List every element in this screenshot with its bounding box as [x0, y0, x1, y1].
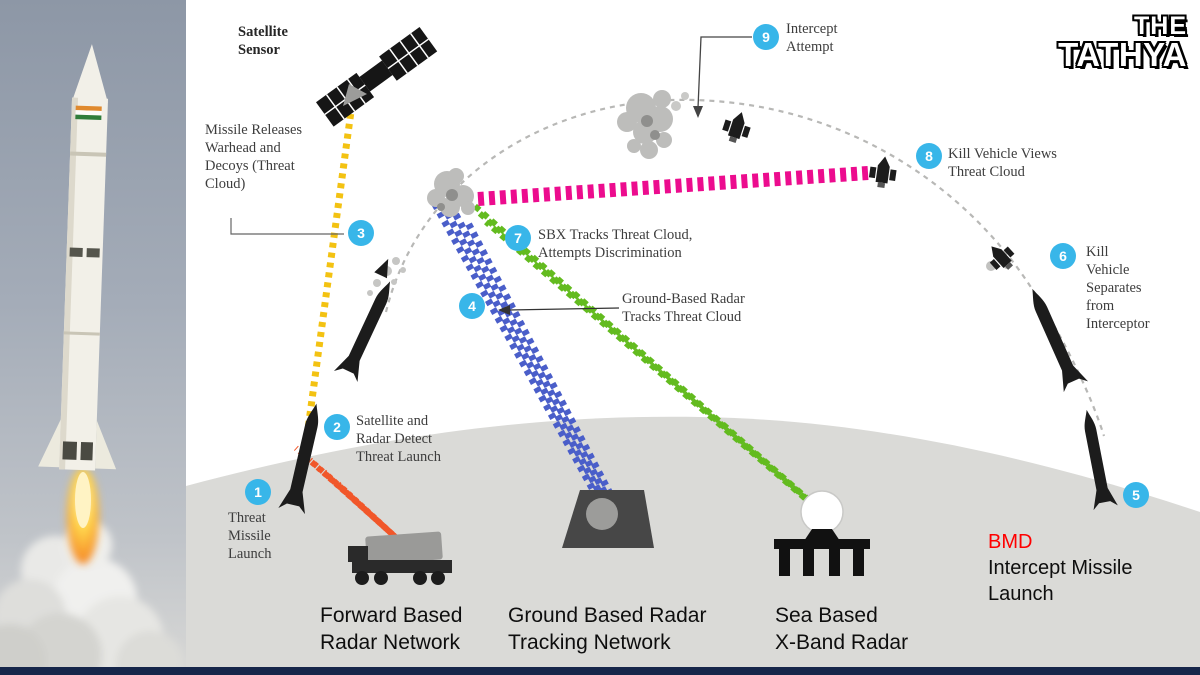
- threat-cloud: [427, 168, 475, 217]
- step-label-4: Ground-Based Radar Tracks Threat Cloud: [622, 291, 745, 325]
- step-label-5: BMD Intercept Missile Launch: [988, 529, 1133, 607]
- released-warhead-icon: [374, 258, 389, 279]
- kill-vehicle-separating-icon: [982, 238, 1020, 276]
- sea-radar-beam: [466, 197, 832, 523]
- threat-cloud-top: [617, 90, 689, 159]
- step-badge-8: 8: [916, 143, 942, 169]
- step4-arrow-line: [508, 307, 620, 311]
- step-label-2: Satellite and Radar Detect Threat Launch: [356, 413, 441, 465]
- missile-launch-photo: [0, 0, 186, 675]
- interceptor-missile-icon: [1020, 283, 1089, 393]
- bmd-acronym: BMD: [988, 531, 1033, 553]
- step-label-1: Threat Missile Launch: [228, 510, 272, 562]
- exhaust-smoke: [0, 521, 184, 675]
- step-badge-5: 5: [1123, 482, 1149, 508]
- kill-vehicle-intercept-icon: [719, 108, 755, 146]
- kill-vehicle-view-beam: [477, 166, 869, 206]
- ground-radar-icon: [562, 490, 654, 548]
- step-badge-1: 1: [245, 479, 271, 505]
- step-label-8: Kill Vehicle Views Threat Cloud: [948, 146, 1057, 180]
- step-label-3: Missile Releases Warhead and Decoys (Thr…: [205, 122, 303, 192]
- step-label-9: Intercept Attempt: [786, 21, 838, 55]
- ground-radar-beam: [427, 195, 619, 505]
- brand-line2: TATHYA: [1058, 35, 1187, 73]
- bottom-bar: [0, 667, 1200, 675]
- bmd-launch-text: Intercept Missile Launch: [988, 557, 1133, 605]
- sea-radar-icon: [774, 490, 870, 576]
- flame-core: [75, 472, 91, 528]
- step-label-7: SBX Tracks Threat Cloud, Attempts Discri…: [538, 227, 693, 261]
- step3-connector: [230, 218, 344, 235]
- step-label-6: Kill Vehicle Separates from Interceptor: [1086, 244, 1150, 332]
- kill-vehicle-view-icon: [867, 154, 899, 190]
- step9-arrowhead: [693, 106, 703, 118]
- step-badge-4: 4: [459, 293, 485, 319]
- station-label-forward-radar: Forward Based Radar Network: [320, 604, 463, 654]
- brand-logo: THE TATHYA: [1058, 12, 1187, 73]
- brand-line1: THE: [1134, 12, 1187, 40]
- step9-connector: [697, 36, 752, 109]
- forward-radar-icon: [348, 531, 452, 585]
- interceptor-rocket: [38, 44, 117, 471]
- satellite-beam: [299, 103, 356, 467]
- step-badge-3: 3: [348, 220, 374, 246]
- step-badge-2: 2: [324, 414, 350, 440]
- station-label-sea-radar: Sea Based X-Band Radar: [775, 604, 909, 654]
- satellite-icon: [315, 27, 438, 127]
- step-badge-9: 9: [753, 24, 779, 50]
- station-label-ground-radar: Ground Based Radar Tracking Network: [508, 604, 707, 654]
- ground: [186, 416, 1200, 675]
- step-badge-6: 6: [1050, 243, 1076, 269]
- step4-arrowhead: [498, 305, 510, 315]
- step-badge-7: 7: [505, 225, 531, 251]
- satellite-sensor-label: Satellite Sensor: [238, 24, 288, 58]
